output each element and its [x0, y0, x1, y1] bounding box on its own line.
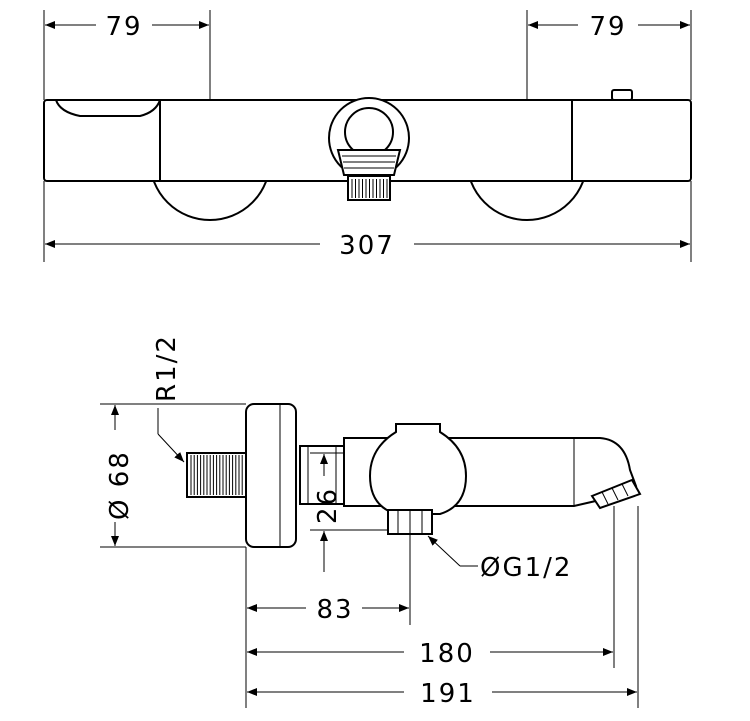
leader-r1-2-arrow — [157, 433, 185, 463]
s-union-thread-lines — [190, 455, 243, 495]
dim-68: Ø 68 — [105, 450, 135, 520]
dim-79-left: 79 — [105, 12, 142, 42]
aerator-hatch-2 — [611, 487, 619, 501]
top-view: 79 79 307 — [43, 10, 692, 262]
outlet-thread-lines — [351, 179, 388, 198]
aerator-hatch-3 — [621, 483, 629, 497]
aerator-hatch-1 — [601, 491, 609, 505]
mixer-dome — [368, 423, 468, 515]
spout-aerator — [590, 478, 642, 510]
side-view: R1/2 Ø 68 26 ØG1/2 83 180 — [100, 334, 642, 709]
handle-recess — [55, 99, 161, 117]
dim-307: 307 — [339, 231, 395, 261]
label-g1-2: ØG1/2 — [480, 553, 572, 583]
dim-79-right: 79 — [589, 12, 626, 42]
dim-26: 26 — [313, 487, 343, 524]
dim-191: 191 — [420, 679, 476, 709]
leader-g1-2-arrow — [427, 535, 461, 567]
dim-83: 83 — [316, 595, 353, 625]
dim-180: 180 — [419, 639, 475, 669]
side-rosette — [245, 403, 297, 548]
safety-button — [611, 89, 633, 101]
label-r1-2: R1/2 — [152, 334, 182, 402]
